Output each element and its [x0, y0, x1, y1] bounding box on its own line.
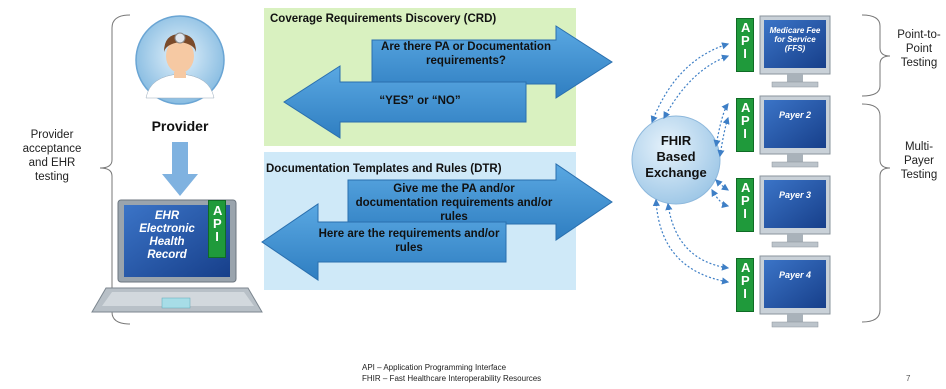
- hub-line-3: Exchange: [645, 165, 707, 180]
- payer-3-api-text: API: [741, 180, 751, 221]
- payer-3-api-badge: API: [736, 178, 754, 232]
- dtr-title: Documentation Templates and Rules (DTR): [266, 163, 502, 175]
- provider-label: Provider: [151, 118, 209, 134]
- point-to-point-label: Point-to-Point Testing: [897, 29, 941, 69]
- payer-2-api-badge: API: [736, 98, 754, 152]
- ehr-api-text: API: [213, 203, 223, 244]
- payer-monitor-1: [759, 15, 831, 88]
- hub-connectors: [650, 42, 730, 285]
- payer-4-api-badge: API: [736, 258, 754, 312]
- provider-to-ehr-arrow: [162, 142, 198, 196]
- ehr-line-1: EHR: [154, 210, 180, 222]
- left-brace: [99, 14, 131, 325]
- footnote-api: API – Application Programming Interface: [362, 363, 507, 372]
- page-number: 7: [906, 374, 911, 383]
- crd-title: Coverage Requirements Discovery (CRD): [270, 13, 497, 25]
- hub-line-2: Based: [656, 149, 696, 164]
- payer-monitor-4: [759, 255, 831, 328]
- payer-1-label: Medicare Fee for Service (FFS): [769, 26, 821, 53]
- crd-response-arrow: [283, 65, 527, 139]
- payer-4-label: Payer 4: [778, 270, 812, 280]
- ehr-screen-text: EHR Electronic Health Record: [132, 210, 202, 262]
- multi-payer-label: Multi-Payer Testing: [900, 141, 938, 181]
- fhir-hub-label: FHIR Based Exchange: [640, 133, 712, 181]
- ehr-api-badge: API: [208, 200, 226, 258]
- ehr-line-2: Electronic: [139, 223, 195, 235]
- ehr-line-4: Record: [147, 249, 187, 261]
- payer-1-api-badge: API: [736, 18, 754, 72]
- payer-3-label: Payer 3: [778, 190, 812, 200]
- dtr-response-arrow: [261, 203, 507, 281]
- payer-monitor-2: [759, 95, 831, 168]
- payer-4-api-text: API: [741, 260, 751, 301]
- payer-2-api-text: API: [741, 100, 751, 141]
- hub-line-1: FHIR: [660, 133, 692, 148]
- payer-2-label: Payer 2: [778, 110, 812, 120]
- crd-request-text: Are there PA or Documentation requiremen…: [381, 41, 551, 67]
- footnote-fhir: FHIR – Fast Healthcare Interoperability …: [362, 374, 542, 383]
- right-braces: [861, 14, 891, 323]
- provider-acceptance-label: Provider acceptance and EHR testing: [22, 129, 82, 183]
- payer-1-api-text: API: [741, 20, 751, 61]
- provider-avatar: [135, 15, 225, 105]
- dtr-request-text: Give me the PA and/or documentation requ…: [355, 183, 553, 223]
- payer-monitor-3: [759, 175, 831, 248]
- ehr-line-3: Health: [149, 236, 185, 248]
- crd-response-text: “YES” or “NO”: [379, 95, 461, 107]
- dtr-response-text: Here are the requirements and/or rules: [318, 228, 500, 254]
